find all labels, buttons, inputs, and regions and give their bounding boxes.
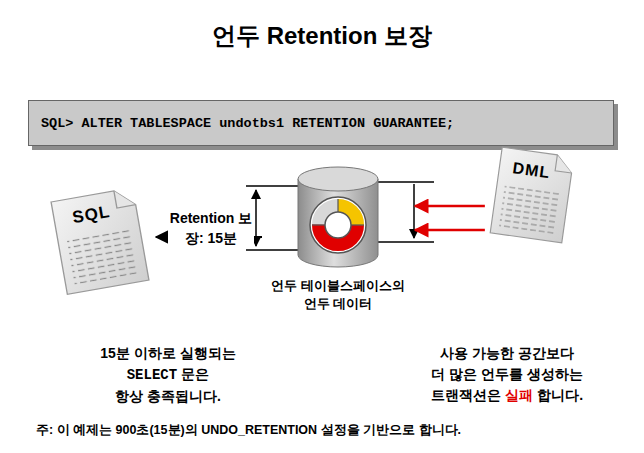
edge-label: Retention 보장: 15분 [168,207,254,249]
document-icon [45,183,155,300]
caption-text: 문은 [181,366,209,382]
retention-bracket [246,186,300,250]
caption-text: 트랜잭션은 [431,387,501,403]
text-line: 사용 가능한 공간보다 [376,343,638,364]
text-line: 트랜잭션은실패합니다. [376,385,638,406]
node-text: SQL> ALTER TABLESPACE undotbs1 RETENTION… [41,116,454,131]
dml-document: DML [485,143,579,247]
footnote: 주: 이 예제는 900초(15분)의 UNDO_RETENTION 설정을 기… [36,423,461,437]
text-block: 사용 가능한 공간보다더 많은 언두를 생성하는트랜잭션은실패합니다. [376,343,638,406]
caption-text: 합니다. [537,387,583,403]
caption-text: 실패 [505,387,533,403]
caption-text: 더 많은 언두를 생성하는 [431,366,583,382]
sql-document: SQL [45,183,155,300]
text-line: 주: 이 예제는 900초(15분)의 UNDO_RETENTION 설정을 기… [36,422,636,438]
undo-tablespace-cylinder [296,165,380,269]
caption-text: SELECT [127,367,177,383]
text-line: 15분 이하로 실행되는 [48,343,288,364]
text-line: SELECT문은 [48,364,288,386]
slide-title: 언두 Retention 보장 [0,20,644,52]
text-line: 항상 충족됩니다. [48,386,288,407]
node-text: 언두 테이블스페이스의 언두 데이터 [268,277,408,313]
text-line: 더 많은 언두를 생성하는 [376,364,638,385]
caption-text: 15분 이하로 실행되는 [100,345,235,361]
connector-arrow [415,229,485,232]
document-icon [485,143,579,247]
undo-tablespace: 언두 테이블스페이스의 언두 데이터 [262,165,414,315]
caption-text: 항상 충족됩니다. [115,388,221,404]
text-block: 15분 이하로 실행되는 SELECT문은항상 충족됩니다. [48,343,288,407]
undo-growth-bracket [378,182,434,242]
caption-text: 사용 가능한 공간보다 [440,345,574,361]
text-block: 주: 이 예제는 900초(15분)의 UNDO_RETENTION 설정을 기… [36,422,636,438]
connector-arrow [415,205,485,208]
command-bar: SQL> ALTER TABLESPACE undotbs1 RETENTION… [28,100,614,146]
